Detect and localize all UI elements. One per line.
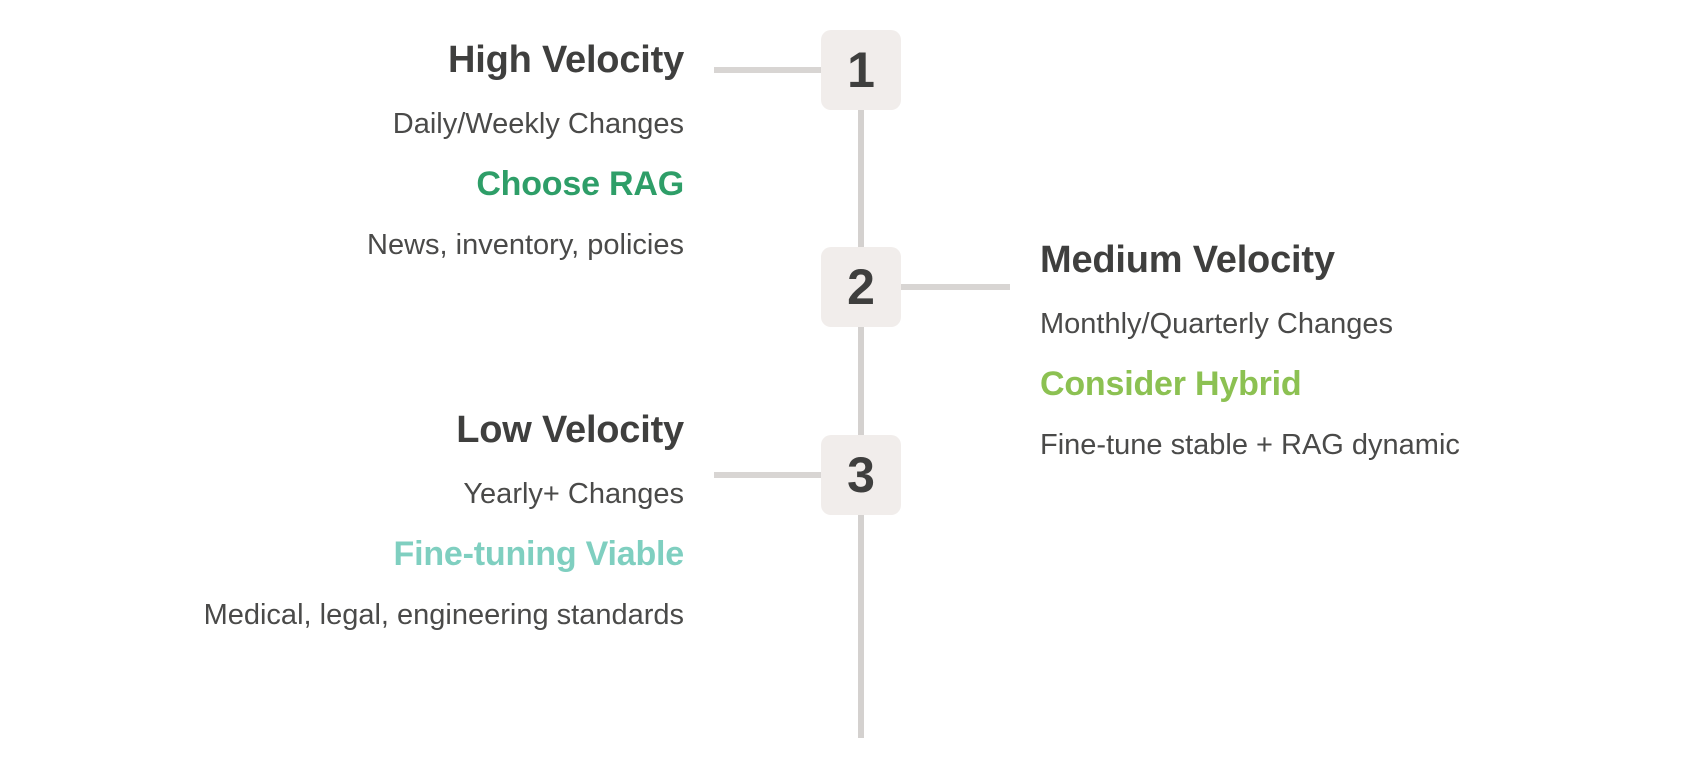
- connector-step-2: [898, 284, 1010, 290]
- timeline-marker-1[interactable]: 1: [821, 30, 901, 110]
- step-2-verdict: Consider Hybrid: [1040, 364, 1302, 403]
- step-2-title: Medium Velocity: [1040, 239, 1335, 281]
- step-1-subtitle: Daily/Weekly Changes: [392, 107, 684, 140]
- timeline-marker-2[interactable]: 2: [821, 247, 901, 327]
- step-3-subtitle: Yearly+ Changes: [463, 477, 684, 510]
- step-2-examples: Fine-tune stable + RAG dynamic: [1040, 428, 1460, 461]
- step-1-examples: News, inventory, policies: [367, 228, 684, 261]
- timeline-step-2: Medium Velocity Monthly/Quarterly Change…: [1040, 238, 1680, 463]
- timeline-marker-3[interactable]: 3: [821, 435, 901, 515]
- timeline-step-3: Low Velocity Yearly+ Changes Fine-tuning…: [0, 408, 685, 633]
- step-3-verdict: Fine-tuning Viable: [393, 534, 685, 573]
- step-1-title: High Velocity: [447, 39, 684, 81]
- step-3-examples: Medical, legal, engineering standards: [203, 598, 684, 631]
- step-3-title: Low Velocity: [456, 409, 684, 451]
- timeline-step-1: High Velocity Daily/Weekly Changes Choos…: [0, 38, 684, 263]
- connector-step-3: [714, 472, 824, 478]
- step-2-subtitle: Monthly/Quarterly Changes: [1040, 307, 1393, 340]
- step-1-verdict: Choose RAG: [476, 164, 684, 203]
- timeline-spine: [858, 30, 864, 738]
- connector-step-1: [714, 67, 824, 73]
